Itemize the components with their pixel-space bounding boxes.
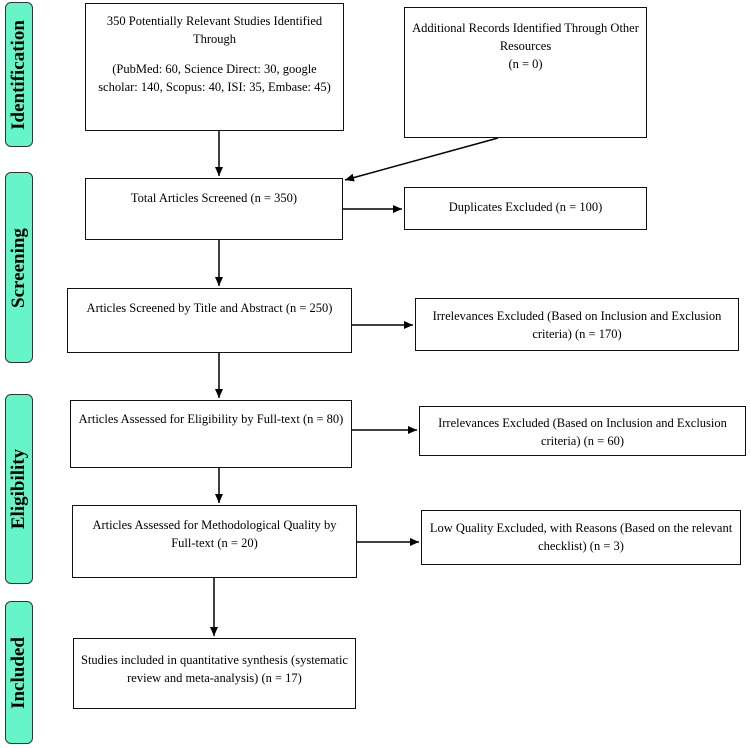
total-screened-box: Total Articles Screened (n = 350) bbox=[85, 178, 343, 240]
low-quality-excluded-box: Low Quality Excluded, with Reasons (Base… bbox=[421, 510, 741, 565]
duplicates-excluded-box: Duplicates Excluded (n = 100) bbox=[404, 187, 647, 230]
arrow-additional-to-screened bbox=[344, 137, 499, 182]
methodological-quality-box: Articles Assessed for Methodological Qua… bbox=[72, 505, 357, 578]
total-screened-text: Total Articles Screened (n = 350) bbox=[130, 191, 298, 205]
additional-records-detail: (n = 0) bbox=[508, 57, 543, 72]
irrelevant-excluded-2-text: Irrelevances Excluded (Based on Inclusio… bbox=[438, 416, 727, 449]
methodological-quality-text: Articles Assessed for Methodological Qua… bbox=[92, 518, 337, 551]
low-quality-excluded-text: Low Quality Excluded, with Reasons (Base… bbox=[429, 521, 733, 554]
irrelevant-excluded-1-text: Irrelevances Excluded (Based on Inclusio… bbox=[432, 309, 722, 342]
eligibility-text: Articles Assessed for Eligibility by Ful… bbox=[78, 412, 344, 426]
irrelevant-excluded-1-box: Irrelevances Excluded (Based on Inclusio… bbox=[415, 298, 739, 351]
identified-studies-box: 350 Potentially Relevant Studies Identif… bbox=[85, 3, 344, 131]
duplicates-excluded-text: Duplicates Excluded (n = 100) bbox=[448, 200, 603, 214]
title-abstract-text: Articles Screened by Title and Abstract … bbox=[86, 301, 333, 315]
title-abstract-box: Articles Screened by Title and Abstract … bbox=[67, 288, 352, 353]
phase-screening: Screening bbox=[5, 172, 33, 363]
eligibility-box: Articles Assessed for Eligibility by Ful… bbox=[70, 400, 352, 468]
additional-records-title: Additional Records Identified Through Ot… bbox=[412, 21, 639, 54]
phase-identification: Identification bbox=[5, 2, 33, 147]
identified-studies-detail: (PubMed: 60, Science Direct: 30, google … bbox=[98, 62, 331, 95]
identified-studies-title: 350 Potentially Relevant Studies Identif… bbox=[106, 14, 323, 47]
included-studies-box: Studies included in quantitative synthes… bbox=[73, 638, 356, 709]
additional-records-box: Additional Records Identified Through Ot… bbox=[404, 7, 647, 138]
irrelevant-excluded-2-box: Irrelevances Excluded (Based on Inclusio… bbox=[419, 406, 746, 456]
phase-included: Included bbox=[5, 601, 33, 744]
phase-eligibility: Eligibility bbox=[5, 394, 33, 584]
included-studies-text: Studies included in quantitative synthes… bbox=[81, 653, 348, 686]
